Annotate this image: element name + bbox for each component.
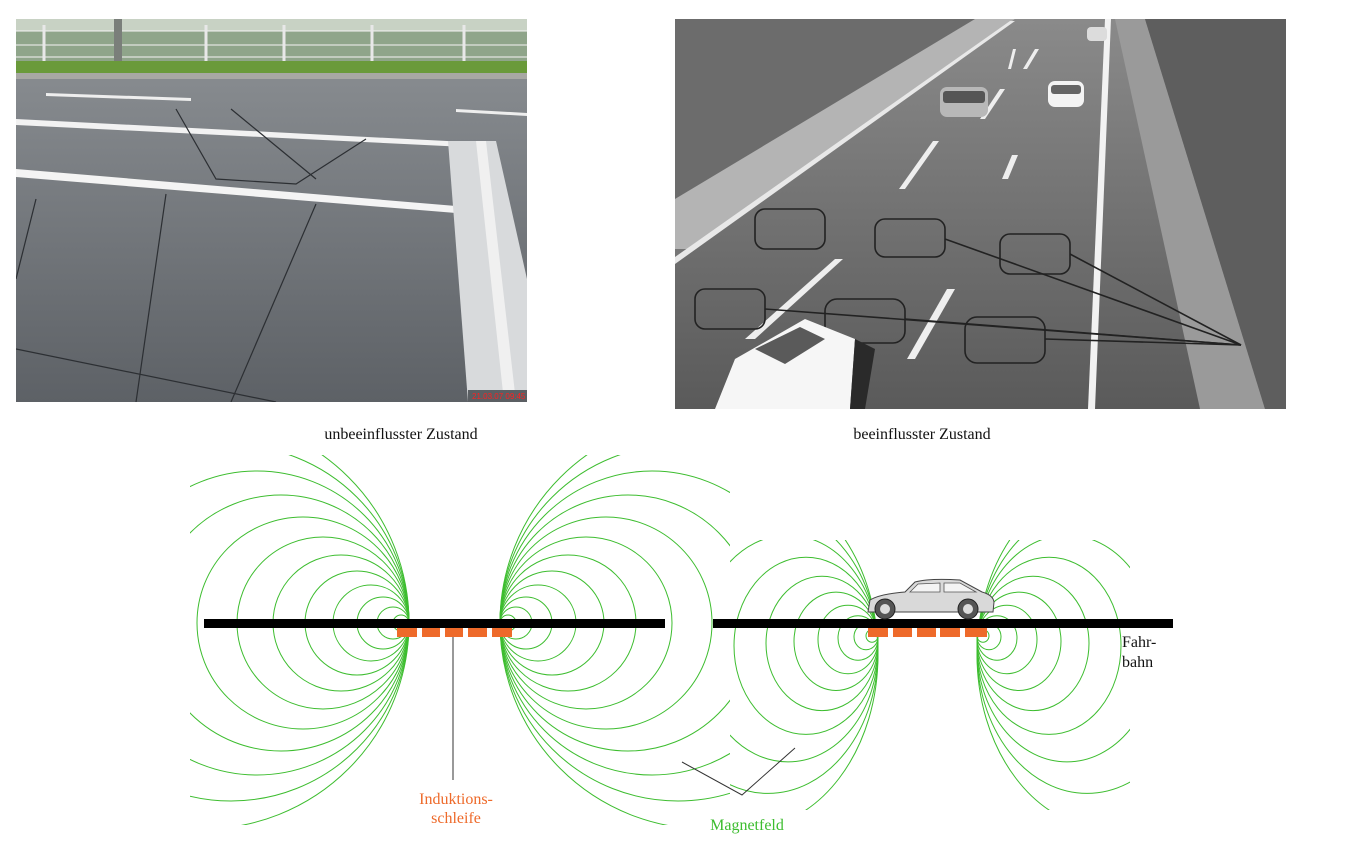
car-graphic: [940, 27, 1107, 117]
field-line: [817, 604, 879, 675]
road-photo-left-graphic: 21.03.07 09:45: [16, 19, 527, 402]
magnetic-field-diagram: Induktions- schleife Fahr- bahn Magnetfe…: [190, 455, 1173, 834]
induction-loop-left: [397, 628, 512, 637]
photo-affected-road: [675, 19, 1286, 409]
field-line: [240, 455, 410, 825]
field-line: [730, 540, 879, 763]
caption-unaffected-state: unbeeinflusster Zustand: [324, 426, 478, 443]
right-magnetic-field-lines: [730, 540, 1130, 810]
car-icon: [867, 578, 995, 620]
photo-timestamp: 21.03.07 09:45: [472, 392, 526, 401]
field-line: [765, 575, 879, 712]
loop-label-line2: schleife: [431, 810, 481, 827]
field-line: [730, 540, 879, 794]
photo-unaffected-road: 21.03.07 09:45: [16, 19, 527, 402]
road-surface-left: [204, 619, 665, 628]
magnetic-field-label: Magnetfeld: [710, 817, 784, 834]
field-label-leader: [681, 747, 796, 796]
loop-label-line1: Induktions-: [419, 791, 493, 808]
road-label-line1: Fahr-: [1122, 634, 1156, 651]
field-line: [976, 575, 1090, 712]
field-line: [805, 540, 879, 810]
induction-loop-right: [868, 628, 987, 637]
field-line: [976, 604, 1038, 675]
road-photo-right-graphic: [675, 19, 1286, 409]
field-line: [976, 540, 1050, 810]
road-label-line2: bahn: [1122, 654, 1153, 671]
field-line: [499, 455, 669, 825]
road-surface-right: [713, 619, 1173, 628]
field-line: [976, 540, 1130, 794]
caption-affected-state: beeinflusster Zustand: [853, 426, 991, 443]
field-line: [793, 591, 879, 691]
